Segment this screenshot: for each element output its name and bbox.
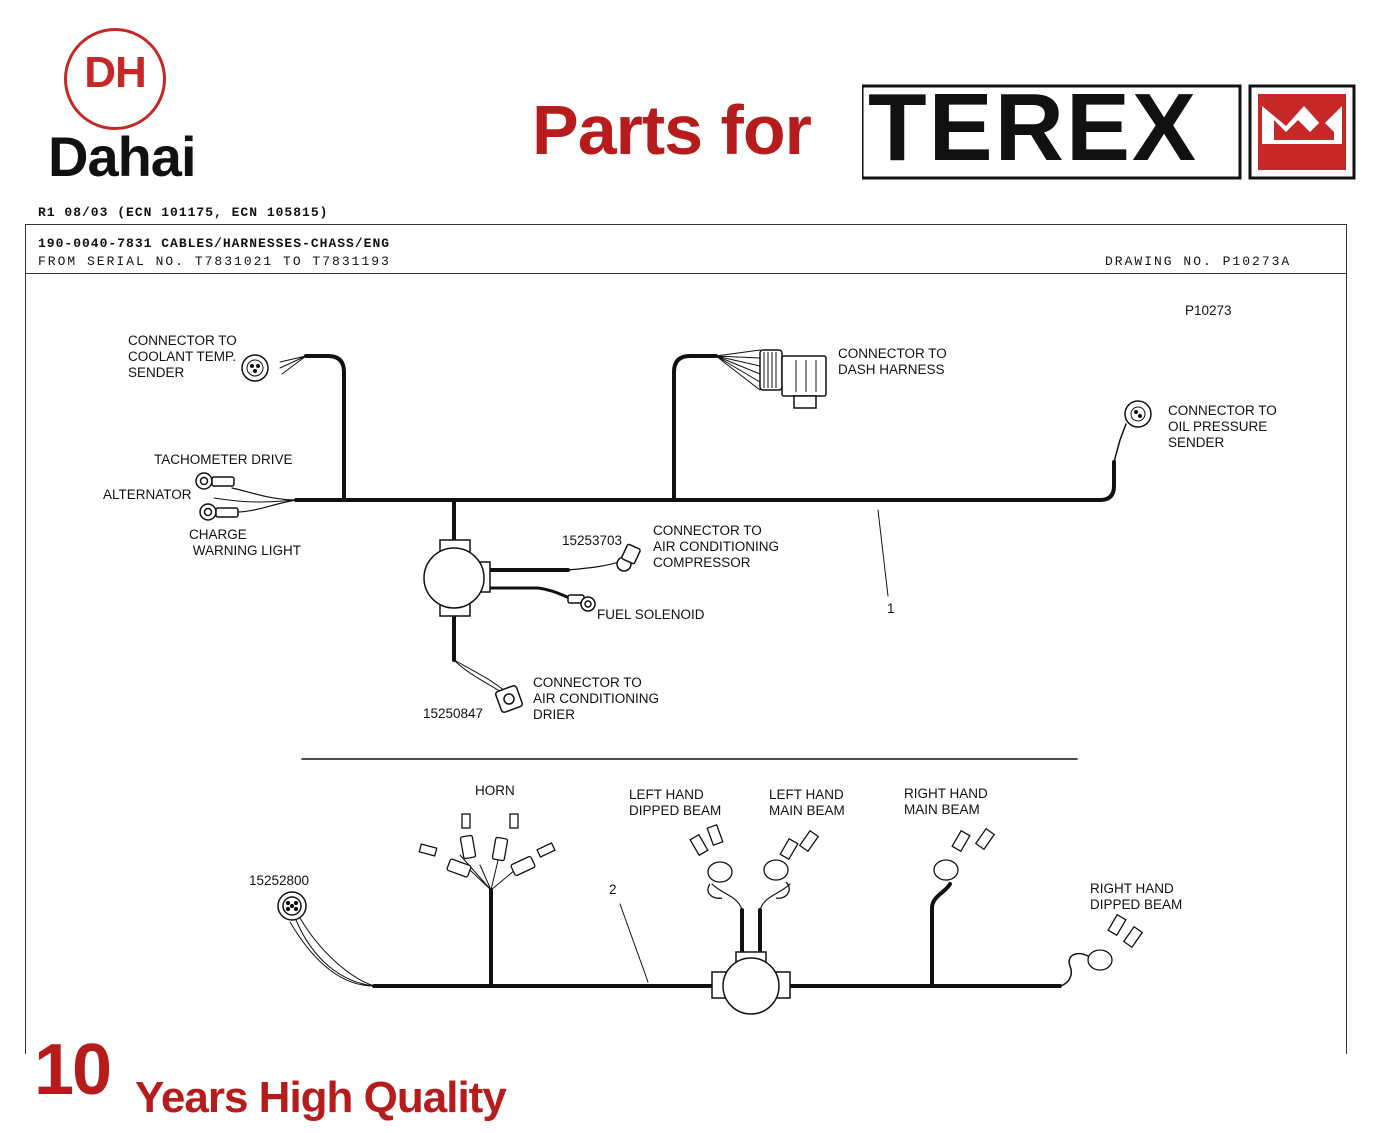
label-charge-warning: CHARGE WARNING LIGHT [189, 527, 302, 558]
label-alternator: ALTERNATOR [103, 487, 192, 502]
terex-brand-text: TEREX [868, 74, 1199, 181]
coolant-connector-icon [241, 354, 269, 382]
label-round-connector-pn: 15252800 [249, 873, 310, 888]
rh-main-bulb-icon [933, 827, 996, 881]
ac-compressor-connector-icon [616, 543, 641, 572]
rh-dipped-bulb-icon [1087, 913, 1144, 971]
revision-line: R1 08/03 (ECN 101175, ECN 105815) [38, 205, 329, 220]
dahai-logo-name: Dahai [48, 125, 196, 188]
lh-main-bulb-icon [763, 829, 820, 899]
label-lh-dipped: LEFT HAND DIPPED BEAM [629, 787, 722, 818]
harness-1-trunk [294, 460, 1116, 502]
label-ac-compressor-pn: 15253703 [562, 533, 623, 548]
label-lh-main: LEFT HAND MAIN BEAM [769, 787, 845, 818]
label-oil-connector: CONNECTOR TO OIL PRESSURE SENDER [1168, 403, 1277, 450]
label-fuel-solenoid: FUEL SOLENOID [597, 607, 705, 622]
footer-quality-text: Years High Quality [135, 1073, 507, 1122]
drawing-frame [25, 224, 1347, 1054]
drawing-ref: P10273 [1185, 303, 1232, 318]
label-rh-main: RIGHT HAND MAIN BEAM [904, 786, 988, 817]
horn-terminals-icon [418, 813, 556, 878]
footer-years-number: 10 [34, 1030, 112, 1110]
label-dash-connector: CONNECTOR TO DASH HARNESS [838, 346, 947, 377]
label-rh-dipped: RIGHT HAND DIPPED BEAM [1090, 881, 1183, 912]
label-ac-compressor: CONNECTOR TO AIR CONDITIONING COMPRESSOR [653, 523, 780, 570]
dahai-logo-circle [64, 28, 166, 130]
charge-ring-terminal-icon [199, 503, 239, 521]
lh-dipped-bulb-icon [689, 823, 733, 899]
label-horn: HORN [475, 783, 515, 798]
terex-logo [862, 84, 1356, 180]
oil-pressure-connector-icon [1124, 400, 1152, 428]
label-ac-drier-pn: 15250847 [423, 706, 484, 721]
coolant-branch [304, 354, 346, 502]
part-line: 190-0040-7831 CABLES/HARNESSES-CHASS/ENG [38, 236, 391, 251]
label-coolant-connector: CONNECTOR TO COOLANT TEMP. SENDER [128, 333, 237, 380]
drawing-number: DRAWING NO. P10273A [1105, 254, 1292, 269]
label-item-2: 2 [609, 882, 617, 897]
ac-drier-connector-icon [494, 684, 524, 714]
parts-for-heading: Parts for [532, 91, 812, 169]
dash-connector-icon [759, 349, 827, 409]
label-item-1: 1 [887, 601, 895, 616]
tacho-ring-terminal-icon [195, 472, 235, 490]
junction-module-2-icon [711, 951, 791, 1015]
dahai-logo-initials: DH [84, 48, 147, 97]
header-divider [25, 273, 1347, 274]
label-ac-drier: CONNECTOR TO AIR CONDITIONING DRIER [533, 675, 660, 722]
label-tachometer: TACHOMETER DRIVE [154, 452, 293, 467]
serial-line: FROM SERIAL NO. T7831021 TO T7831193 [38, 254, 391, 269]
fuel-solenoid-terminal-icon [567, 594, 596, 612]
dash-branch [672, 354, 718, 502]
round-connector-icon [277, 891, 307, 921]
junction-module-1-icon [423, 539, 491, 617]
